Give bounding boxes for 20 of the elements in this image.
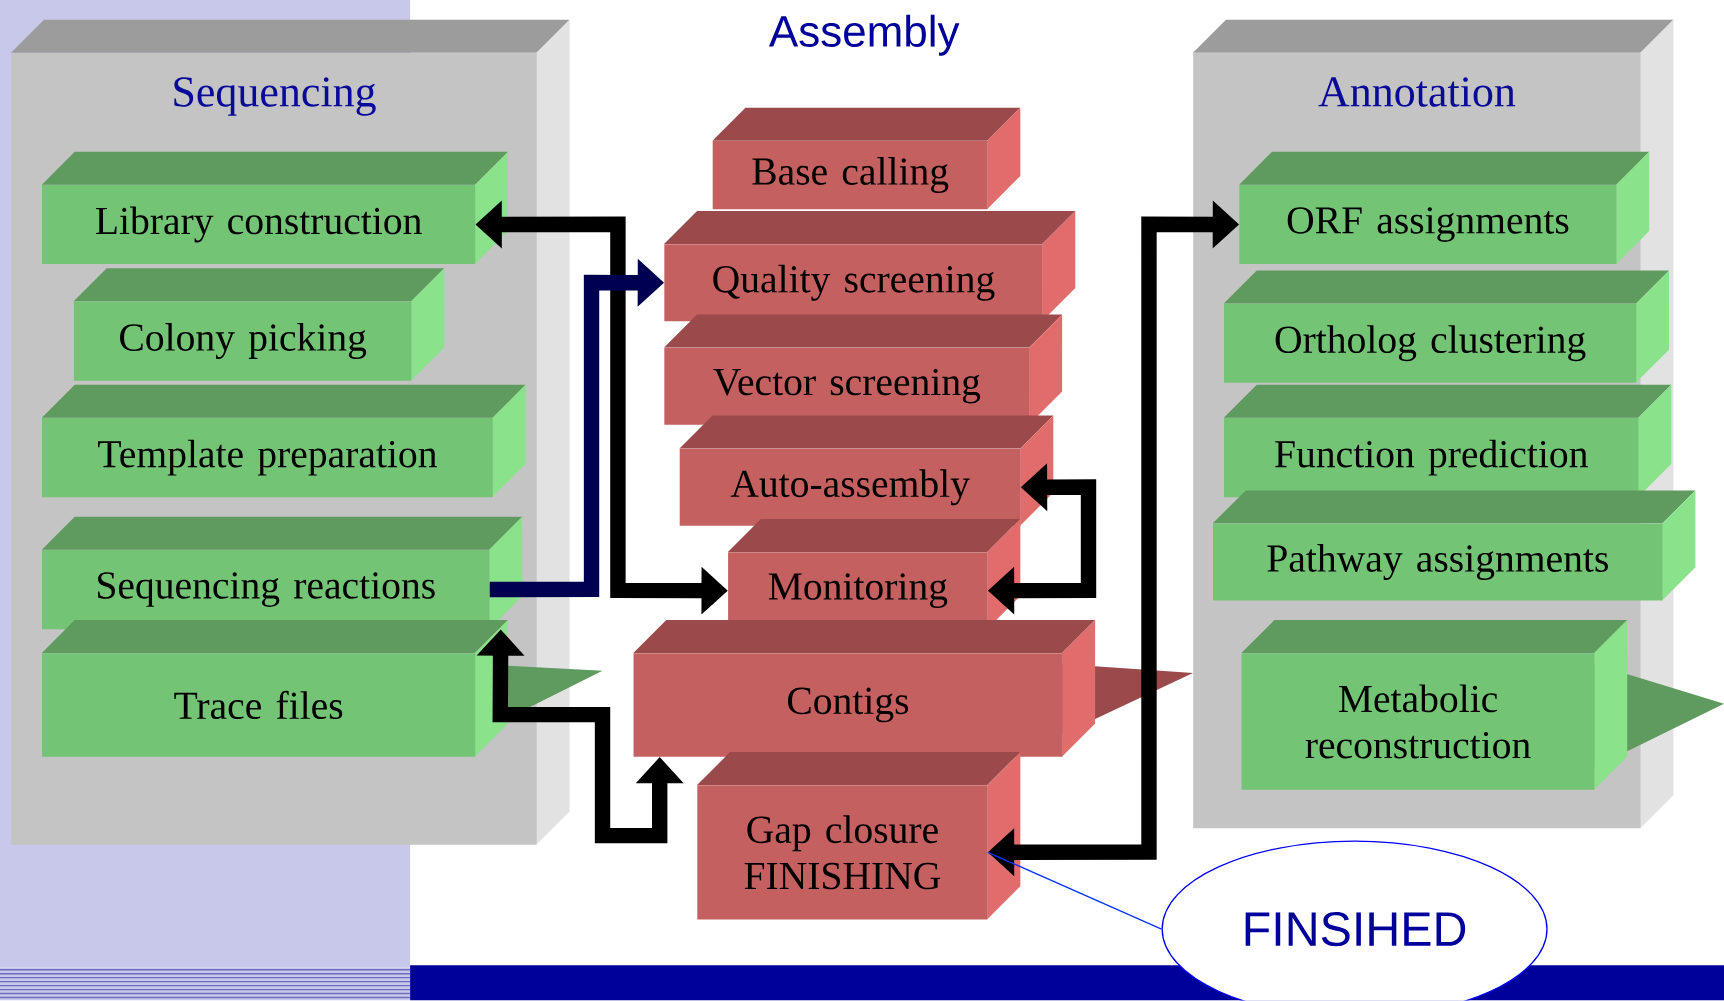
process-box: Sequencing reactions — [41, 517, 523, 630]
process-box: Trace files — [41, 620, 603, 757]
process-box: Metabolic reconstruction — [1241, 620, 1724, 790]
process-box: Pathway assignments — [1212, 490, 1696, 601]
process-box: Auto-assembly — [679, 415, 1054, 526]
process-box: Quality screening — [664, 211, 1076, 322]
process-box: Gap closure FINISHING — [697, 752, 1021, 920]
process-box: ORF assignments — [1239, 151, 1650, 265]
leader-line — [987, 851, 1163, 930]
title: Assembly — [769, 14, 960, 56]
process-box: Vector screening — [664, 314, 1063, 425]
process-box: Colony picking — [73, 268, 445, 381]
speech-bubble: FINSIHED — [1161, 840, 1548, 1001]
process-box: Contigs — [633, 620, 1193, 757]
node-label: FINSIHED — [1245, 912, 1466, 947]
process-box: Base calling — [712, 108, 1021, 210]
process-box: Function prediction — [1223, 385, 1672, 498]
process-box: Library construction — [41, 151, 508, 265]
process-box: Ortholog clustering — [1223, 270, 1670, 384]
process-box: Template preparation — [41, 385, 526, 498]
